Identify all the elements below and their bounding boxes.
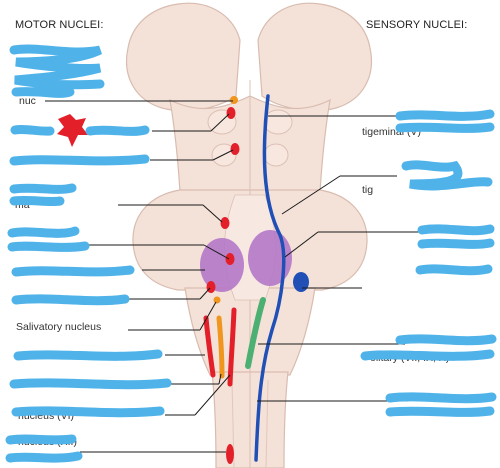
abducens-nucleus (225, 253, 235, 265)
label-fragment-right-3: tig (362, 184, 374, 196)
header-sensory-nuclei: SENSORY NUCLEI: (366, 19, 468, 31)
right-thalamus (257, 2, 372, 112)
redaction-right-3 (417, 224, 495, 249)
leader-lines (45, 100, 425, 453)
left-thalamus (126, 2, 241, 112)
redaction-left-10 (11, 406, 165, 418)
nuclei (57, 94, 309, 464)
label-fragment-left-1: nuc (19, 95, 36, 107)
redaction-right-1 (395, 109, 495, 133)
facial-nucleus (206, 281, 216, 293)
redaction-left-9 (9, 378, 172, 390)
redaction-right-2 (401, 160, 493, 191)
oculomotor-nucleus (226, 107, 236, 119)
redaction-right-4 (415, 264, 493, 276)
redaction-scribbles (5, 44, 497, 463)
redaction-right-5 (360, 334, 497, 361)
trochlear-nucleus (230, 143, 240, 155)
nucleus-ambiguus (203, 315, 216, 378)
redaction-left-2 (10, 124, 150, 136)
spinal-accessory-nucleus (226, 444, 234, 464)
salivatory-nucleus (213, 296, 221, 304)
brainstem-illustration (126, 2, 372, 468)
header-motor-nuclei: MOTOR NUCLEI: (15, 19, 104, 31)
redaction-left-3 (9, 154, 150, 166)
trigeminal-sensory-column (254, 94, 286, 462)
redaction-left-1 (9, 44, 105, 98)
redaction-left-11 (5, 434, 83, 463)
cord-tract-right (265, 379, 269, 468)
hypoglossal-nucleus (227, 307, 237, 387)
redaction-left-5 (7, 226, 90, 252)
label-fragment-salivatory: Salivatory nucleus (16, 321, 102, 333)
orange-nucleus-top (230, 96, 238, 104)
superior-colliculus-right (263, 109, 293, 135)
inferior-colliculus-right (263, 143, 289, 167)
redaction-left-7 (11, 294, 130, 306)
vestibular-nucleus (293, 272, 309, 292)
dorsal-motor-vagus (216, 315, 225, 379)
redaction-left-6 (11, 265, 135, 277)
trigeminal-motor-nucleus (220, 217, 230, 229)
redaction-left-4 (9, 183, 77, 207)
redaction-left-8 (13, 349, 163, 361)
redaction-right-6 (385, 392, 497, 417)
motor-nucleus-trigeminal (200, 238, 244, 292)
red-star-mark (57, 114, 88, 147)
solitary-nucleus (245, 297, 266, 369)
